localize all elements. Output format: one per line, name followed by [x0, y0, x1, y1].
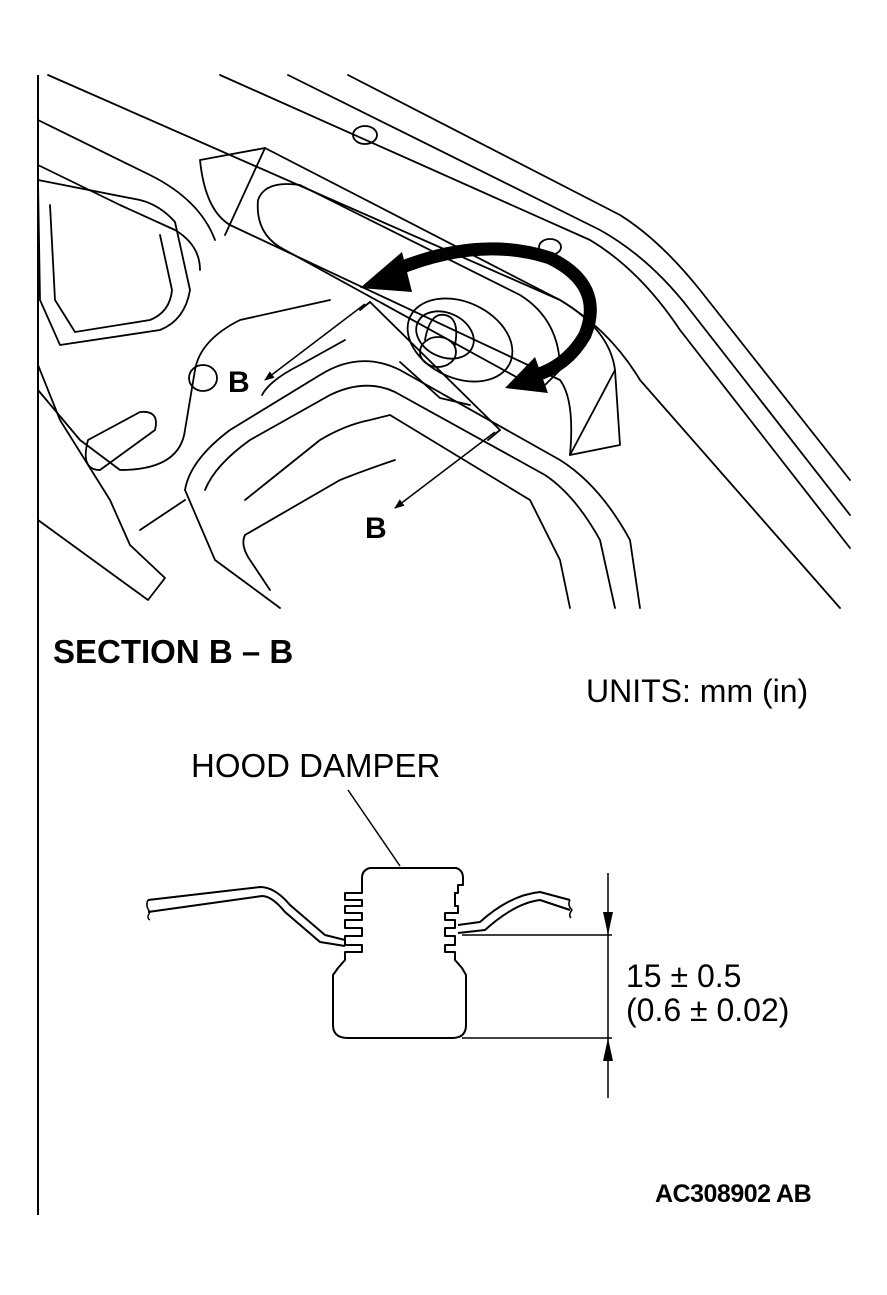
part-label: HOOD DAMPER — [191, 747, 441, 784]
section-arrows — [264, 303, 496, 509]
hood-underside-view — [37, 74, 851, 609]
dimension-lines — [347, 789, 612, 1098]
dimension-in: (0.6 ± 0.02) — [626, 992, 790, 1028]
rotation-arrow — [360, 242, 597, 393]
hood-damper-section — [146, 867, 573, 1039]
section-marker-lower: B — [365, 512, 387, 545]
dimension-mm: 15 ± 0.5 — [626, 958, 742, 994]
units-label: UNITS: mm (in) — [586, 673, 809, 709]
figure-code: AC308902 AB — [655, 1180, 812, 1208]
section-marker-upper: B — [228, 366, 250, 399]
section-title: SECTION B – B — [53, 633, 294, 670]
dimension-arrowheads — [603, 912, 613, 1061]
